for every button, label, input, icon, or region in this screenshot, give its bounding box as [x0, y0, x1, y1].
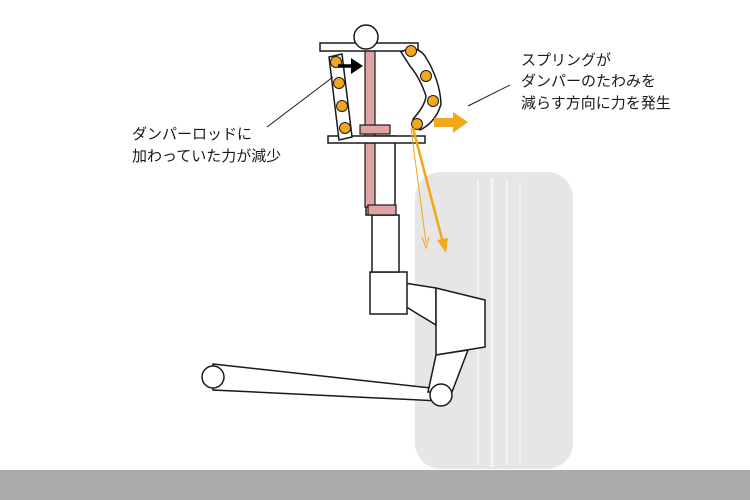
spring-coil [420, 70, 432, 82]
lower-arm [201, 363, 441, 402]
knuckle-ball-joint [429, 383, 453, 407]
label-damper-rod: ダンパーロッドに 加わっていた力が減少 [132, 125, 281, 165]
label-spring-line2: ダンパーのたわみを [521, 72, 656, 90]
spring-coil [405, 45, 417, 57]
spring-coil [339, 122, 351, 134]
leader-line-spring [467, 84, 511, 107]
top-mount-circle [353, 24, 379, 50]
damper-lower-tube [371, 214, 400, 273]
label-spring-line1: スプリングが [521, 51, 611, 69]
downward-force-arrow-thick [411, 127, 448, 253]
leader-line-rod [266, 76, 334, 128]
label-spring-line3: 減らす方向に力を発生 [521, 94, 671, 112]
spring-right [399, 45, 442, 131]
spring-coil [427, 95, 439, 107]
spring-force-arrow [434, 112, 468, 133]
damper-rod-collar [367, 204, 397, 216]
label-spring: スプリングが ダンパーのたわみを 減らす方向に力を発生 [521, 51, 671, 112]
damper-piston [359, 124, 391, 135]
damper-mount [369, 271, 408, 315]
spring-coil [411, 118, 423, 130]
ground [0, 470, 750, 500]
spring-coil [336, 100, 348, 112]
lower-spring-seat [327, 135, 426, 144]
label-damper-rod-line1: ダンパーロッドに [132, 125, 252, 143]
label-damper-rod-line2: 加わっていた力が減少 [132, 147, 281, 165]
spring-coil [333, 77, 345, 89]
lower-arm-inner-pivot [201, 365, 225, 389]
downward-force-arrow-thin [410, 127, 430, 250]
push-arrow [338, 58, 363, 74]
